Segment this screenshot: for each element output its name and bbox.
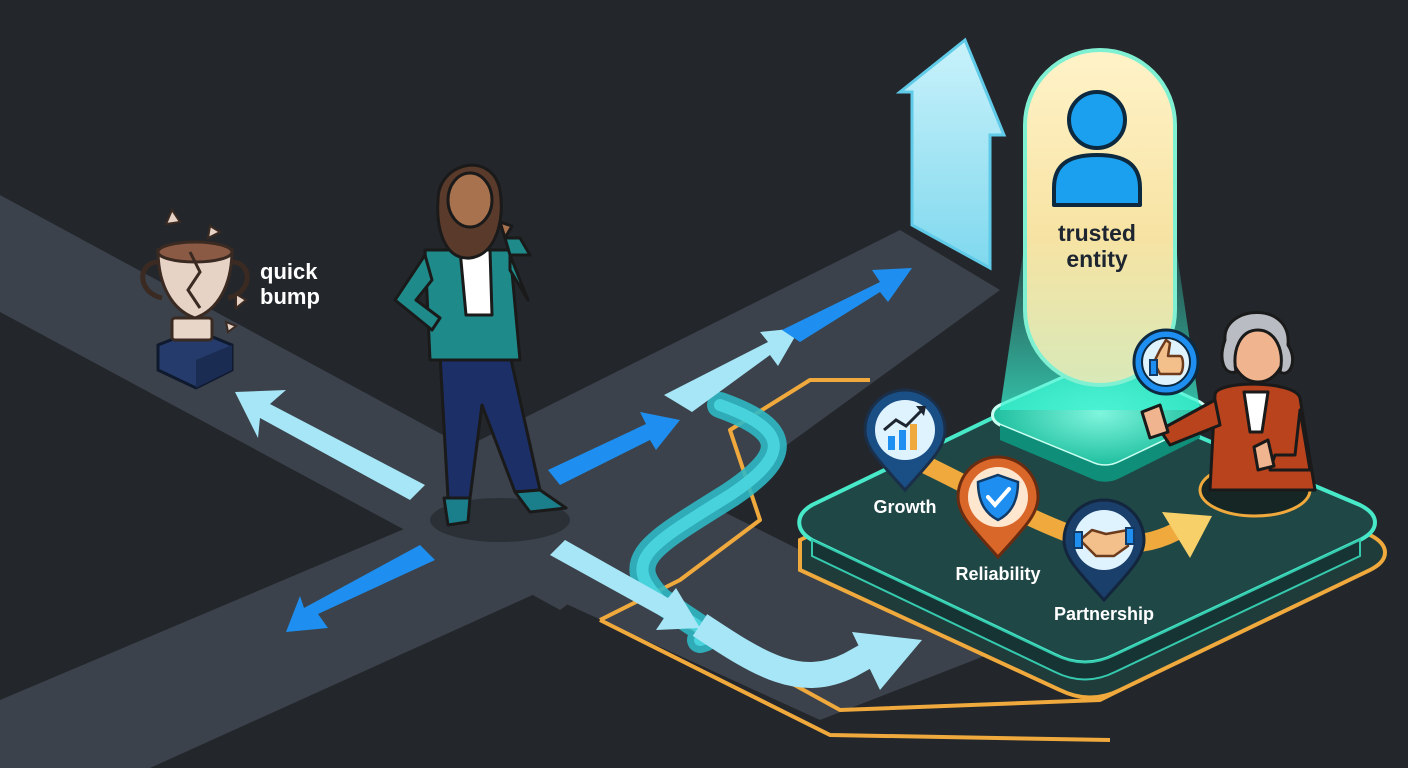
decision-maker-figure	[393, 163, 568, 527]
arrow-down-left	[286, 545, 435, 632]
pillar-body	[1023, 48, 1177, 387]
trusted-entity-label-line1: trusted	[1058, 220, 1136, 246]
arrow-down-right-1	[550, 540, 700, 630]
trusted-entity-label-line2: entity	[1066, 246, 1128, 272]
direction-arrows	[235, 37, 1007, 690]
reliability-pin	[956, 455, 1040, 560]
trusted-entity-pillar: trusted entity	[1023, 48, 1177, 387]
quick-bump-label-line1: quick	[260, 259, 318, 284]
growth-pin	[863, 388, 947, 493]
shield-check-icon	[976, 473, 1020, 522]
thumbs-up-badge-icon	[1132, 328, 1200, 396]
bar-chart-trend-icon	[883, 406, 926, 450]
growth-label: Growth	[874, 497, 937, 517]
handshake-icon	[1073, 527, 1135, 558]
partnership-pin	[1062, 498, 1146, 603]
mentor-figure	[1140, 311, 1317, 492]
arrow-to-quick-bump	[235, 390, 425, 500]
arrow-down-right-curve-head	[852, 632, 922, 690]
platform-edge	[811, 538, 1361, 681]
arrow-upward-large	[895, 37, 1007, 271]
arrow-up-right-2	[664, 328, 800, 412]
pillar-glow-pad-rim	[1000, 424, 1200, 482]
quick-bump-label-line2: bump	[260, 284, 320, 309]
reliability-label: Reliability	[955, 564, 1040, 584]
partnership-label: Partnership	[1054, 604, 1154, 624]
trophy-cup	[156, 248, 234, 320]
broken-trophy-icon	[140, 207, 250, 390]
person-icon	[1052, 90, 1142, 207]
value-flow-arrow-head	[1162, 512, 1212, 558]
arrow-down-right-curve	[692, 614, 875, 688]
arrow-up-right-1	[548, 412, 680, 485]
arrow-up-right-3	[782, 268, 912, 342]
